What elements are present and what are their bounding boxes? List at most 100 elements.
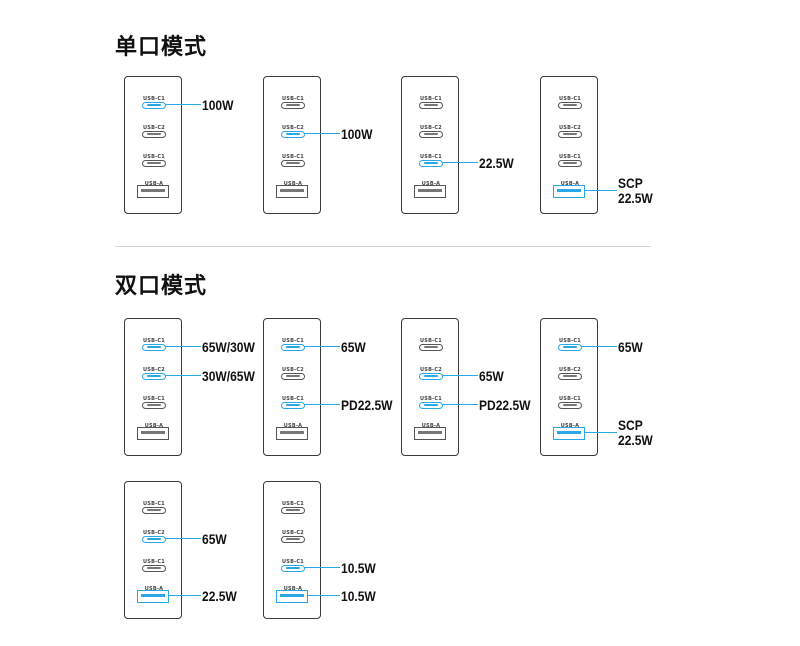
power-output-label: 10.5W: [341, 559, 376, 576]
port-label: USB-A: [283, 586, 303, 592]
usb-a-port: [553, 427, 585, 440]
port-label: USB-C2: [282, 367, 304, 373]
usb-a-port: [276, 590, 308, 603]
leader-line: [304, 345, 340, 348]
power-output-label: 22.5W: [202, 587, 237, 604]
port-label: USB-C1: [559, 338, 581, 344]
usb-c-port: [558, 131, 582, 138]
usb-a-port: [137, 427, 169, 440]
port-label: USB-C1: [282, 154, 304, 160]
usb-c-port: [142, 344, 166, 351]
usb-c-port: [419, 102, 443, 109]
port-label: USB-C1: [143, 559, 165, 565]
port-label: USB-C2: [282, 125, 304, 131]
leader-line: [584, 189, 617, 192]
usb-c-port: [419, 373, 443, 380]
port-label: USB-A: [144, 586, 164, 592]
usb-c-port: [281, 373, 305, 380]
leader-line: [165, 103, 201, 106]
power-output-label: PD22.5W: [479, 396, 531, 413]
leader-line: [442, 403, 478, 406]
usb-c-port: [142, 565, 166, 572]
usb-c-port: [558, 102, 582, 109]
port-label: USB-C1: [143, 96, 165, 102]
power-output-label: 100W: [341, 125, 373, 142]
leader-line: [442, 161, 478, 164]
leader-line: [304, 403, 340, 406]
port-label: USB-C2: [282, 530, 304, 536]
port-label: USB-C1: [143, 501, 165, 507]
dual-port-mode-title: 双口模式: [115, 274, 208, 299]
leader-line: [584, 431, 617, 434]
port-label: USB-C1: [143, 396, 165, 402]
port-label: USB-A: [144, 423, 164, 429]
usb-c-port: [142, 131, 166, 138]
usb-c-port: [419, 131, 443, 138]
port-label: USB-C1: [143, 154, 165, 160]
usb-c-port: [142, 102, 166, 109]
usb-c-port: [142, 536, 166, 543]
port-label: USB-C1: [143, 338, 165, 344]
usb-c-port: [419, 160, 443, 167]
usb-c-port: [281, 344, 305, 351]
leader-line: [168, 594, 201, 597]
power-output-label: 100W: [202, 96, 234, 113]
leader-line: [165, 537, 201, 540]
power-output-label: 65W/30W: [202, 338, 255, 355]
port-label: USB-A: [421, 181, 441, 187]
port-label: USB-C2: [143, 530, 165, 536]
usb-a-port: [137, 590, 169, 603]
section-divider: [115, 246, 651, 247]
power-output-label: 10.5W: [341, 587, 376, 604]
port-label: USB-A: [560, 181, 580, 187]
usb-c-port: [281, 536, 305, 543]
usb-c-port: [281, 507, 305, 514]
port-label: USB-C2: [559, 125, 581, 131]
power-output-label: PD22.5W: [341, 396, 393, 413]
usb-a-port: [553, 185, 585, 198]
port-label: USB-C1: [282, 96, 304, 102]
usb-c-port: [558, 160, 582, 167]
port-label: USB-C2: [143, 367, 165, 373]
port-label: USB-A: [560, 423, 580, 429]
usb-c-port: [142, 373, 166, 380]
usb-c-port: [558, 344, 582, 351]
usb-c-port: [281, 160, 305, 167]
port-label: USB-C1: [282, 559, 304, 565]
power-output-label: 65W: [202, 530, 227, 547]
usb-c-port: [558, 373, 582, 380]
power-output-label: 22.5W: [479, 154, 514, 171]
port-label: USB-A: [283, 181, 303, 187]
usb-a-port: [276, 185, 308, 198]
port-label: USB-C1: [420, 154, 442, 160]
usb-a-port: [276, 427, 308, 440]
port-label: USB-C1: [559, 96, 581, 102]
port-label: USB-A: [144, 181, 164, 187]
usb-c-port: [558, 402, 582, 409]
port-label: USB-C2: [143, 125, 165, 131]
port-label: USB-C1: [559, 396, 581, 402]
port-label: USB-A: [283, 423, 303, 429]
power-output-label: 65W: [618, 338, 643, 355]
port-label: USB-C1: [420, 338, 442, 344]
leader-line: [304, 132, 340, 135]
port-label: USB-C1: [282, 338, 304, 344]
usb-a-port: [414, 427, 446, 440]
leader-line: [581, 345, 617, 348]
power-output-label: 65W: [479, 367, 504, 384]
port-label: USB-A: [421, 423, 441, 429]
leader-line: [165, 345, 201, 348]
usb-c-port: [281, 131, 305, 138]
usb-c-port: [142, 160, 166, 167]
port-label: USB-C2: [420, 125, 442, 131]
usb-c-port: [281, 402, 305, 409]
